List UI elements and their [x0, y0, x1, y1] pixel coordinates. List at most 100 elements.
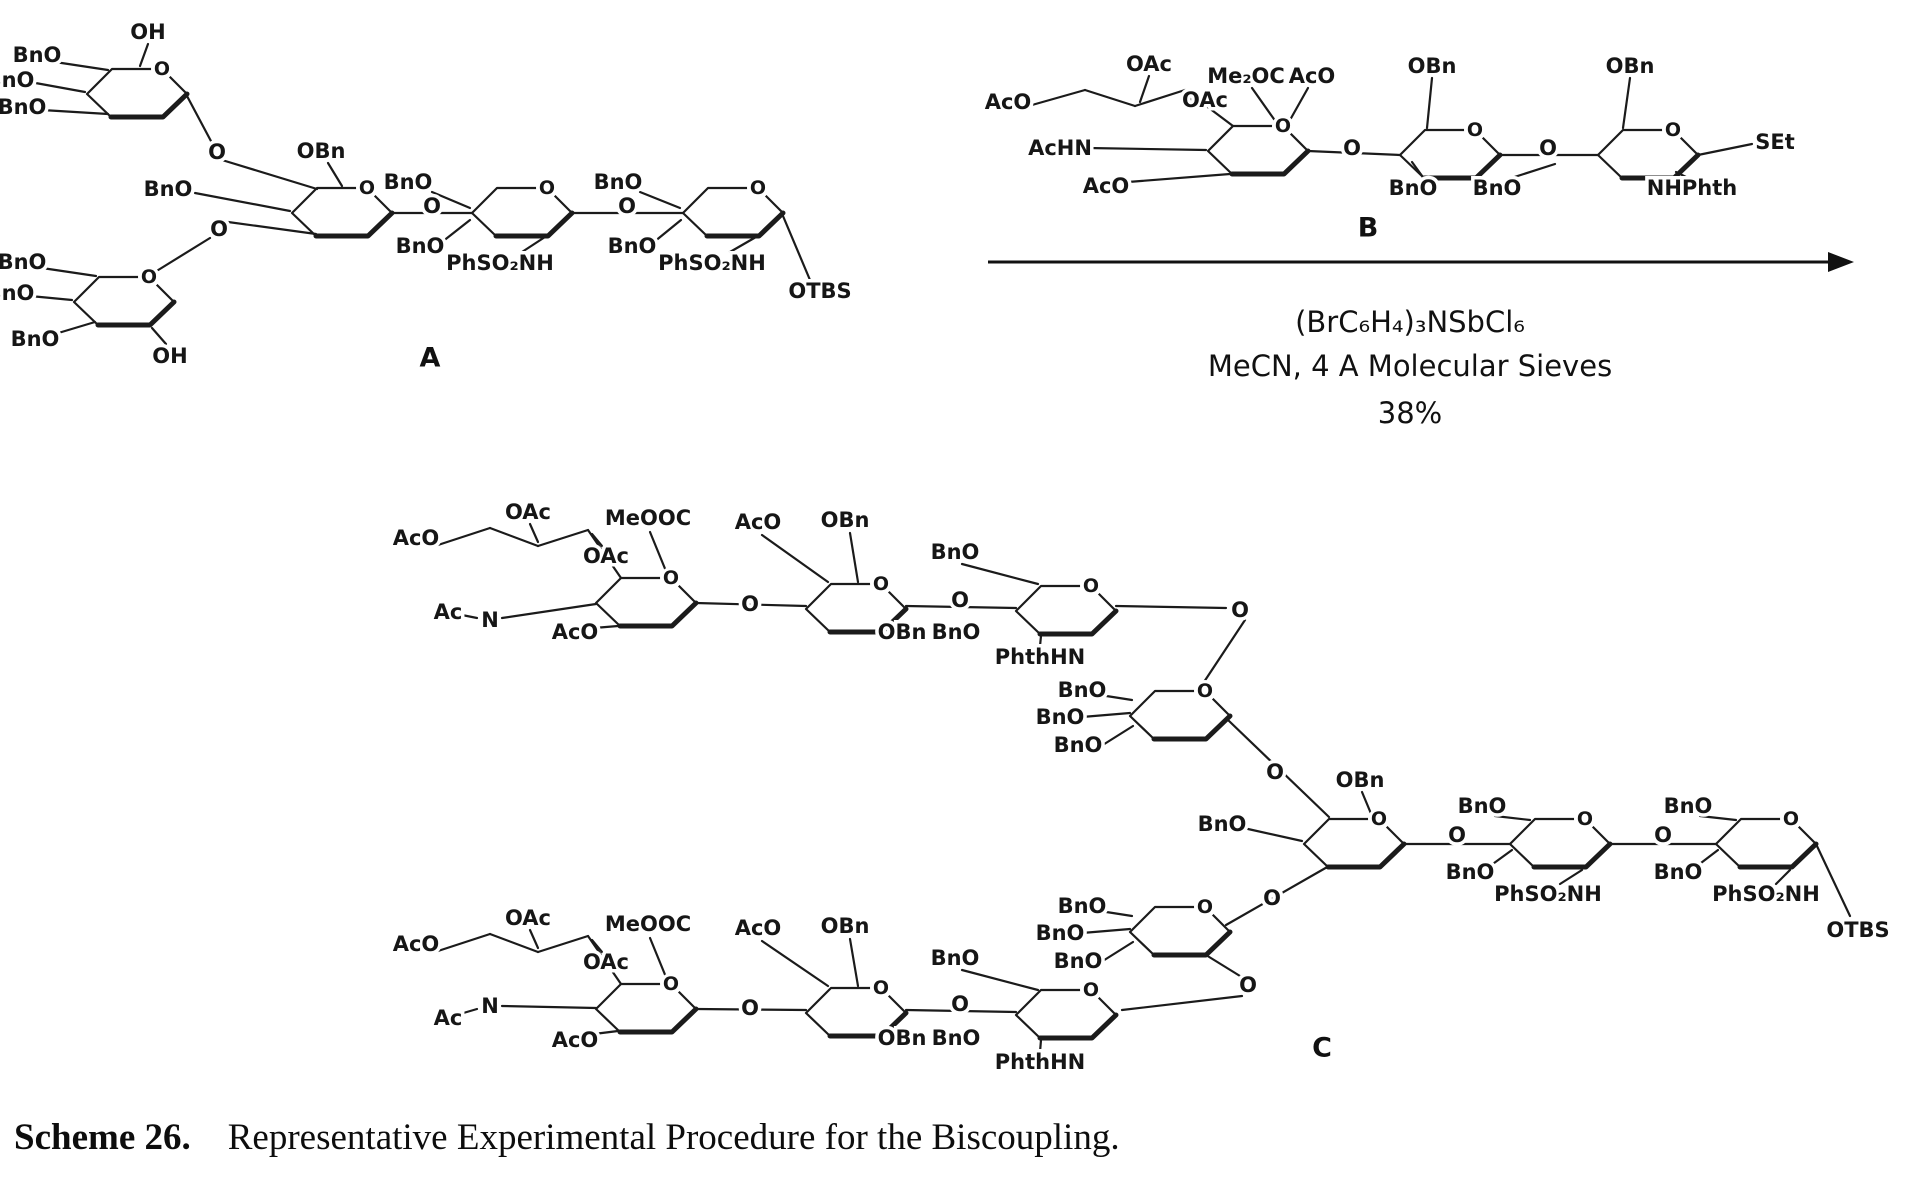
substituent-label: BnO — [0, 281, 34, 305]
ring-front-edge — [620, 603, 696, 626]
ring-oxygen-label: O — [663, 567, 679, 589]
substituent-label: O — [1266, 760, 1284, 784]
ring-oxygen-label: O — [1083, 575, 1099, 597]
substituent-label: BnO — [1058, 678, 1107, 702]
substituent-label: AcO — [735, 916, 782, 940]
bond — [490, 934, 538, 952]
bond — [460, 1009, 477, 1014]
substituent-label: PhthHN — [995, 645, 1085, 669]
ring-front-edge — [1232, 151, 1308, 174]
substituent-label: BnO — [608, 234, 657, 258]
ring-front-edge — [496, 213, 572, 236]
bond — [538, 530, 588, 546]
substituent-label: BnO — [0, 95, 46, 119]
bond — [1085, 90, 1135, 106]
bond — [1122, 996, 1242, 1010]
substituent-label: BnO — [932, 1026, 981, 1050]
substituent-label: O — [1263, 886, 1281, 910]
substituent-label: AcO — [1289, 64, 1336, 88]
ring-front-edge — [620, 1009, 696, 1032]
substituent-label: OH — [130, 20, 165, 44]
ring-front-edge — [111, 94, 187, 117]
ring-front-edge — [1740, 844, 1816, 867]
arrow-head — [1828, 252, 1854, 272]
substituent-label: OTBS — [1826, 918, 1889, 942]
substituent-label: BnO — [932, 620, 981, 644]
bond — [1082, 713, 1130, 717]
bond — [730, 237, 756, 252]
substituent-label: OAc — [583, 544, 629, 568]
substituent-label: BnO — [1473, 176, 1522, 200]
bond — [222, 160, 317, 189]
bond — [42, 110, 108, 114]
substituent-label: Ac — [434, 1006, 463, 1030]
compound-b-structure: OOOAcOOAcOAcMe₂OCAcOOBnOBnSEtAcHNAcOOBnO… — [985, 52, 1795, 244]
substituent-label: BnO — [594, 170, 643, 194]
substituent-label: O — [1539, 136, 1557, 160]
ring-oxygen-label: O — [141, 266, 157, 288]
substituent-label: BnO — [1198, 812, 1247, 836]
substituent-label: BnO — [1389, 176, 1438, 200]
ring-front-edge — [316, 213, 392, 236]
substituent-label: O — [741, 592, 759, 616]
substituent-label: BnO — [384, 170, 433, 194]
compound-c-structure: OOOOOOOOOOOAcOOAcOAcMeOOCAcOOBnBnOAcNAcO… — [393, 500, 1890, 1074]
ring-front-edge — [1534, 844, 1610, 867]
ring-oxygen-label: O — [1371, 808, 1387, 830]
substituent-label: OAc — [583, 950, 629, 974]
ring-oxygen-label: O — [1783, 808, 1799, 830]
substituent-label: OBn — [821, 508, 870, 532]
substituent-label: AcO — [552, 620, 599, 644]
substituent-label: OAc — [1126, 52, 1172, 76]
bond — [195, 193, 290, 211]
substituent-label: OAc — [505, 906, 551, 930]
ring-front-edge — [1424, 155, 1500, 178]
bond — [962, 970, 1038, 990]
substituent-label: O — [1654, 823, 1672, 847]
bond — [1116, 606, 1226, 608]
substituent-label: BnO — [144, 177, 193, 201]
ring-oxygen-label: O — [873, 573, 889, 595]
substituent-label: NHPhth — [1647, 176, 1737, 200]
substituent-label: OAc — [1182, 88, 1228, 112]
bond — [155, 238, 210, 272]
bond — [1252, 88, 1276, 122]
bond — [187, 96, 212, 143]
substituent-label: OBn — [878, 1026, 927, 1050]
ring-front-edge — [1622, 155, 1698, 178]
bond — [850, 939, 858, 986]
ring-oxygen-label: O — [1197, 896, 1213, 918]
ring-oxygen-label: O — [539, 177, 555, 199]
bond — [438, 528, 490, 545]
compound-tag-b: B — [1358, 213, 1379, 244]
substituent-label: BnO — [13, 43, 62, 67]
ring-front-edge — [707, 213, 783, 236]
bond — [1082, 929, 1130, 933]
bond — [30, 296, 72, 300]
compound-tag-c: C — [1312, 1033, 1332, 1064]
substituent-label: BnO — [931, 540, 980, 564]
substituent-label: O — [951, 992, 969, 1016]
substituent-label: O — [1343, 136, 1361, 160]
substituent-label: BnO — [1664, 794, 1713, 818]
ring-oxygen-label: O — [873, 977, 889, 999]
bond — [1128, 174, 1230, 182]
bond — [442, 220, 470, 242]
ring-oxygen-label: O — [1665, 119, 1681, 141]
bond — [438, 934, 490, 951]
bond — [1140, 76, 1149, 102]
bond — [42, 268, 96, 276]
substituent-label: OBn — [1606, 54, 1655, 78]
substituent-label: OBn — [878, 620, 927, 644]
bond — [152, 328, 166, 344]
ring-front-edge — [1154, 932, 1230, 955]
bond — [654, 220, 681, 242]
substituent-label: MeOOC — [605, 912, 691, 936]
substituent-label: BnO — [1054, 733, 1103, 757]
bond — [490, 528, 538, 546]
bond — [783, 216, 810, 280]
substituent-label: O — [423, 194, 441, 218]
ring-front-edge — [1040, 611, 1116, 634]
substituent-label: AcO — [393, 932, 440, 956]
